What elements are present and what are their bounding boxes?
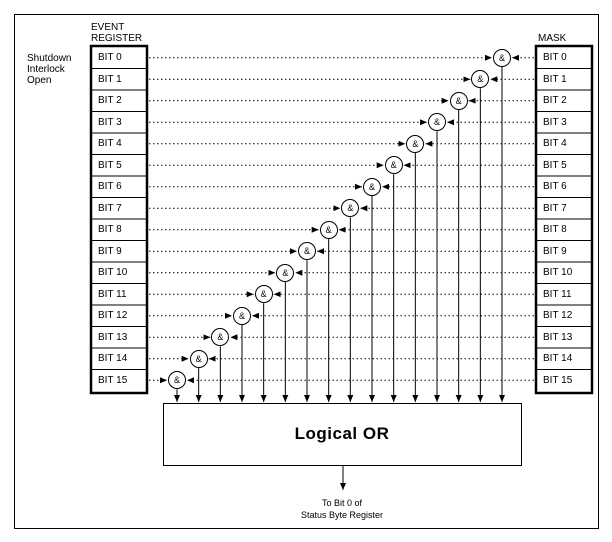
event-register-bit-1: BIT 1 bbox=[98, 73, 122, 85]
event-register-bit-11: BIT 11 bbox=[98, 288, 127, 300]
mask-bit-1: BIT 1 bbox=[543, 73, 567, 85]
mask-bit-14: BIT 14 bbox=[543, 353, 573, 364]
and-gate-9: & bbox=[298, 242, 316, 261]
mask-bit-8: BIT 8 bbox=[543, 224, 567, 235]
and-gate-0: & bbox=[493, 48, 511, 67]
and-gate-13: & bbox=[211, 328, 230, 347]
bit0-annotation: Shutdown Interlock Open bbox=[27, 53, 71, 86]
and-gate-1: & bbox=[471, 70, 490, 89]
mask-bit-4: BIT 4 bbox=[543, 138, 567, 149]
mask-bit-11: BIT 11 bbox=[543, 288, 572, 300]
and-gate-12: & bbox=[233, 306, 251, 325]
output-label-line1: To Bit 0 of bbox=[321, 498, 363, 508]
mask-bit-10: BIT 10 bbox=[543, 267, 573, 278]
event-register-title: EVENT REGISTER bbox=[91, 22, 142, 44]
event-register-bit-10: BIT 10 bbox=[98, 267, 128, 278]
and-gate-15: & bbox=[168, 371, 186, 390]
mask-bit-0: BIT 0 bbox=[543, 52, 567, 63]
and-gate-4: & bbox=[406, 134, 425, 153]
event-register-bit-14: BIT 14 bbox=[98, 353, 128, 364]
mask-bit-13: BIT 13 bbox=[543, 331, 573, 343]
event-register-bit-12: BIT 12 bbox=[98, 310, 128, 321]
mask-bit-5: BIT 5 bbox=[543, 159, 567, 171]
event-register-bit-15: BIT 15 bbox=[98, 374, 128, 386]
logical-or-label: Logical OR bbox=[294, 424, 390, 443]
mask-bit-2: BIT 2 bbox=[543, 95, 567, 106]
and-gate-10: & bbox=[276, 263, 295, 282]
and-gate-8: & bbox=[319, 220, 338, 239]
and-gate-14: & bbox=[189, 349, 208, 368]
gate-wiring bbox=[149, 54, 534, 402]
event-register-bit-6: BIT 6 bbox=[98, 181, 122, 192]
output-label-line2: Status Byte Register bbox=[300, 510, 384, 520]
event-register-bit-4: BIT 4 bbox=[98, 138, 122, 149]
and-gate-2: & bbox=[449, 91, 468, 110]
and-gate-6: & bbox=[363, 177, 381, 196]
mask-bit-7: BIT 7 bbox=[543, 202, 567, 214]
event-register-bit-2: BIT 2 bbox=[98, 95, 122, 106]
event-register-bit-13: BIT 13 bbox=[98, 331, 128, 343]
and-gate-3: & bbox=[428, 113, 446, 132]
mask-bit-15: BIT 15 bbox=[543, 374, 573, 386]
event-register-title-line2: REGISTER bbox=[91, 33, 143, 44]
event-register-bit-9: BIT 9 bbox=[98, 245, 122, 257]
mask-bit-3: BIT 3 bbox=[543, 116, 567, 128]
mask-bit-12: BIT 12 bbox=[543, 310, 573, 321]
register-cell-dividers bbox=[91, 68, 592, 370]
mask-bit-6: BIT 6 bbox=[543, 181, 567, 192]
annotation-line3: Open bbox=[27, 75, 52, 86]
outer-frame bbox=[14, 14, 599, 529]
annotation-line1: Shutdown bbox=[27, 53, 72, 64]
and-gate-5: & bbox=[384, 156, 403, 175]
logical-or-box bbox=[163, 403, 522, 466]
event-register-title-line1: EVENT bbox=[91, 22, 125, 33]
mask-bit-9: BIT 9 bbox=[543, 245, 567, 257]
event-register-bit-0: BIT 0 bbox=[98, 52, 122, 63]
and-gate-7: & bbox=[341, 199, 360, 218]
mask-title: MASK bbox=[538, 33, 567, 44]
output-label: To Bit 0 of Status Byte Register bbox=[272, 497, 412, 521]
event-register-bit-3: BIT 3 bbox=[98, 116, 122, 128]
event-register-bit-7: BIT 7 bbox=[98, 202, 122, 214]
event-register-bit-5: BIT 5 bbox=[98, 159, 122, 171]
and-gate-11: & bbox=[254, 285, 273, 304]
annotation-line2: Interlock bbox=[27, 64, 65, 75]
event-register-bit-8: BIT 8 bbox=[98, 224, 122, 235]
